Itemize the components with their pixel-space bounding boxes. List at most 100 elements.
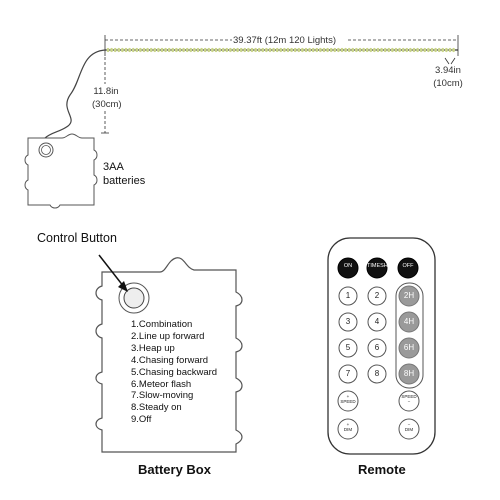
- remote-on-button[interactable]: [337, 257, 359, 279]
- small-control-button: [38, 142, 54, 158]
- remote-speed-up-button[interactable]: [337, 390, 359, 412]
- led: [358, 47, 362, 53]
- remote-timer-8h-button[interactable]: [398, 363, 420, 385]
- led: [200, 47, 204, 53]
- remote-off-button[interactable]: [397, 257, 419, 279]
- remote-timer-6h-button[interactable]: [398, 337, 420, 359]
- remote-button-3[interactable]: [338, 312, 358, 332]
- led: [401, 47, 405, 53]
- remote-timeshut-button[interactable]: [366, 257, 388, 279]
- control-button-label: Control Button: [37, 231, 117, 245]
- led: [315, 47, 319, 53]
- remote-button-7[interactable]: [338, 364, 358, 384]
- battery-label: 3AA batteries: [103, 162, 145, 187]
- led: [351, 47, 355, 53]
- led: [110, 47, 113, 53]
- mode-item: 7.Slow-moving: [131, 390, 194, 402]
- remote-dim-up-button[interactable]: [337, 418, 359, 440]
- led: [196, 47, 200, 53]
- remote-speed-up-label: + SPEED: [340, 394, 356, 404]
- led: [311, 47, 315, 53]
- led: [355, 47, 358, 53]
- mode-item: 6.Meteor flash: [131, 378, 192, 390]
- lead-length-value: 11.8in: [93, 86, 119, 97]
- led: [333, 47, 337, 53]
- remote-timer-8h-label: 8H: [403, 369, 415, 378]
- remote-button-4[interactable]: [367, 312, 387, 332]
- battery-box-outline: [95, 257, 243, 453]
- remote-dim-down-button[interactable]: [398, 418, 420, 440]
- remote-button-1-label: 1: [345, 291, 351, 300]
- remote-timer-2h-button[interactable]: [398, 285, 420, 307]
- led: [239, 47, 243, 53]
- led: [221, 47, 225, 53]
- led: [157, 47, 160, 53]
- led: [149, 47, 153, 53]
- led: [448, 47, 452, 53]
- led: [398, 47, 401, 53]
- led: [171, 47, 175, 53]
- led: [167, 47, 171, 53]
- remote-speed-down-button[interactable]: [398, 390, 420, 412]
- led: [293, 47, 297, 53]
- remote-timeshut-label: TIMESHUT: [367, 263, 396, 269]
- led: [131, 47, 135, 53]
- led: [319, 47, 322, 53]
- spacing-metric: (10cm): [433, 77, 463, 89]
- remote-speed-down-label: SPEED −: [401, 394, 417, 404]
- led: [268, 47, 272, 53]
- remote-button-5-label: 5: [345, 343, 351, 352]
- led: [419, 47, 423, 53]
- remote-button-6-label: 6: [374, 343, 380, 352]
- led: [441, 47, 445, 53]
- spacing-marker: [444, 57, 456, 65]
- mode-item: 9.Off: [131, 414, 152, 426]
- led: [261, 47, 265, 53]
- led: [229, 47, 232, 53]
- led: [412, 47, 416, 53]
- led: [243, 47, 247, 53]
- length-label: 39.37ft (12m 120 Lights): [233, 35, 336, 46]
- remote-caption: Remote: [358, 462, 406, 477]
- led: [265, 47, 268, 53]
- led: [416, 47, 419, 53]
- remote-button-5[interactable]: [338, 338, 358, 358]
- led: [437, 47, 441, 53]
- led: [254, 47, 257, 53]
- led: [236, 47, 240, 53]
- led: [394, 47, 398, 53]
- mode-item: 5.Chasing backward: [131, 366, 218, 378]
- remote-button-7-label: 7: [345, 369, 351, 378]
- remote-button-1[interactable]: [338, 286, 358, 306]
- led: [193, 47, 196, 53]
- remote-button-6[interactable]: [367, 338, 387, 358]
- mode-item: 8.Steady on: [131, 402, 182, 414]
- led: [139, 47, 142, 53]
- led: [182, 47, 186, 53]
- remote-button-2[interactable]: [367, 286, 387, 306]
- mode-item: 1.Combination: [131, 319, 193, 330]
- led: [365, 47, 369, 53]
- led: [257, 47, 261, 53]
- led: [146, 47, 150, 53]
- remote-timer-4h-button[interactable]: [398, 311, 420, 333]
- mode-item: 2.Line up forward: [131, 330, 205, 342]
- lead-length-label: 11.8in (30cm): [92, 86, 122, 109]
- led: [376, 47, 380, 53]
- lead-wire: [44, 49, 106, 139]
- led: [124, 47, 128, 53]
- remote-button-3-label: 3: [345, 317, 351, 326]
- lead-dimension: [101, 57, 109, 134]
- battery-box-caption: Battery Box: [138, 462, 211, 477]
- led: [326, 47, 329, 53]
- remote-button-8[interactable]: [367, 364, 387, 384]
- length-dimension: [104, 35, 459, 56]
- led: [178, 47, 182, 53]
- remote-button-8-label: 8: [374, 369, 380, 378]
- led: [164, 47, 168, 53]
- control-button[interactable]: [118, 282, 150, 314]
- led: [297, 47, 301, 53]
- remote-button-4-label: 4: [374, 317, 380, 326]
- remote-button-2-label: 2: [374, 291, 380, 300]
